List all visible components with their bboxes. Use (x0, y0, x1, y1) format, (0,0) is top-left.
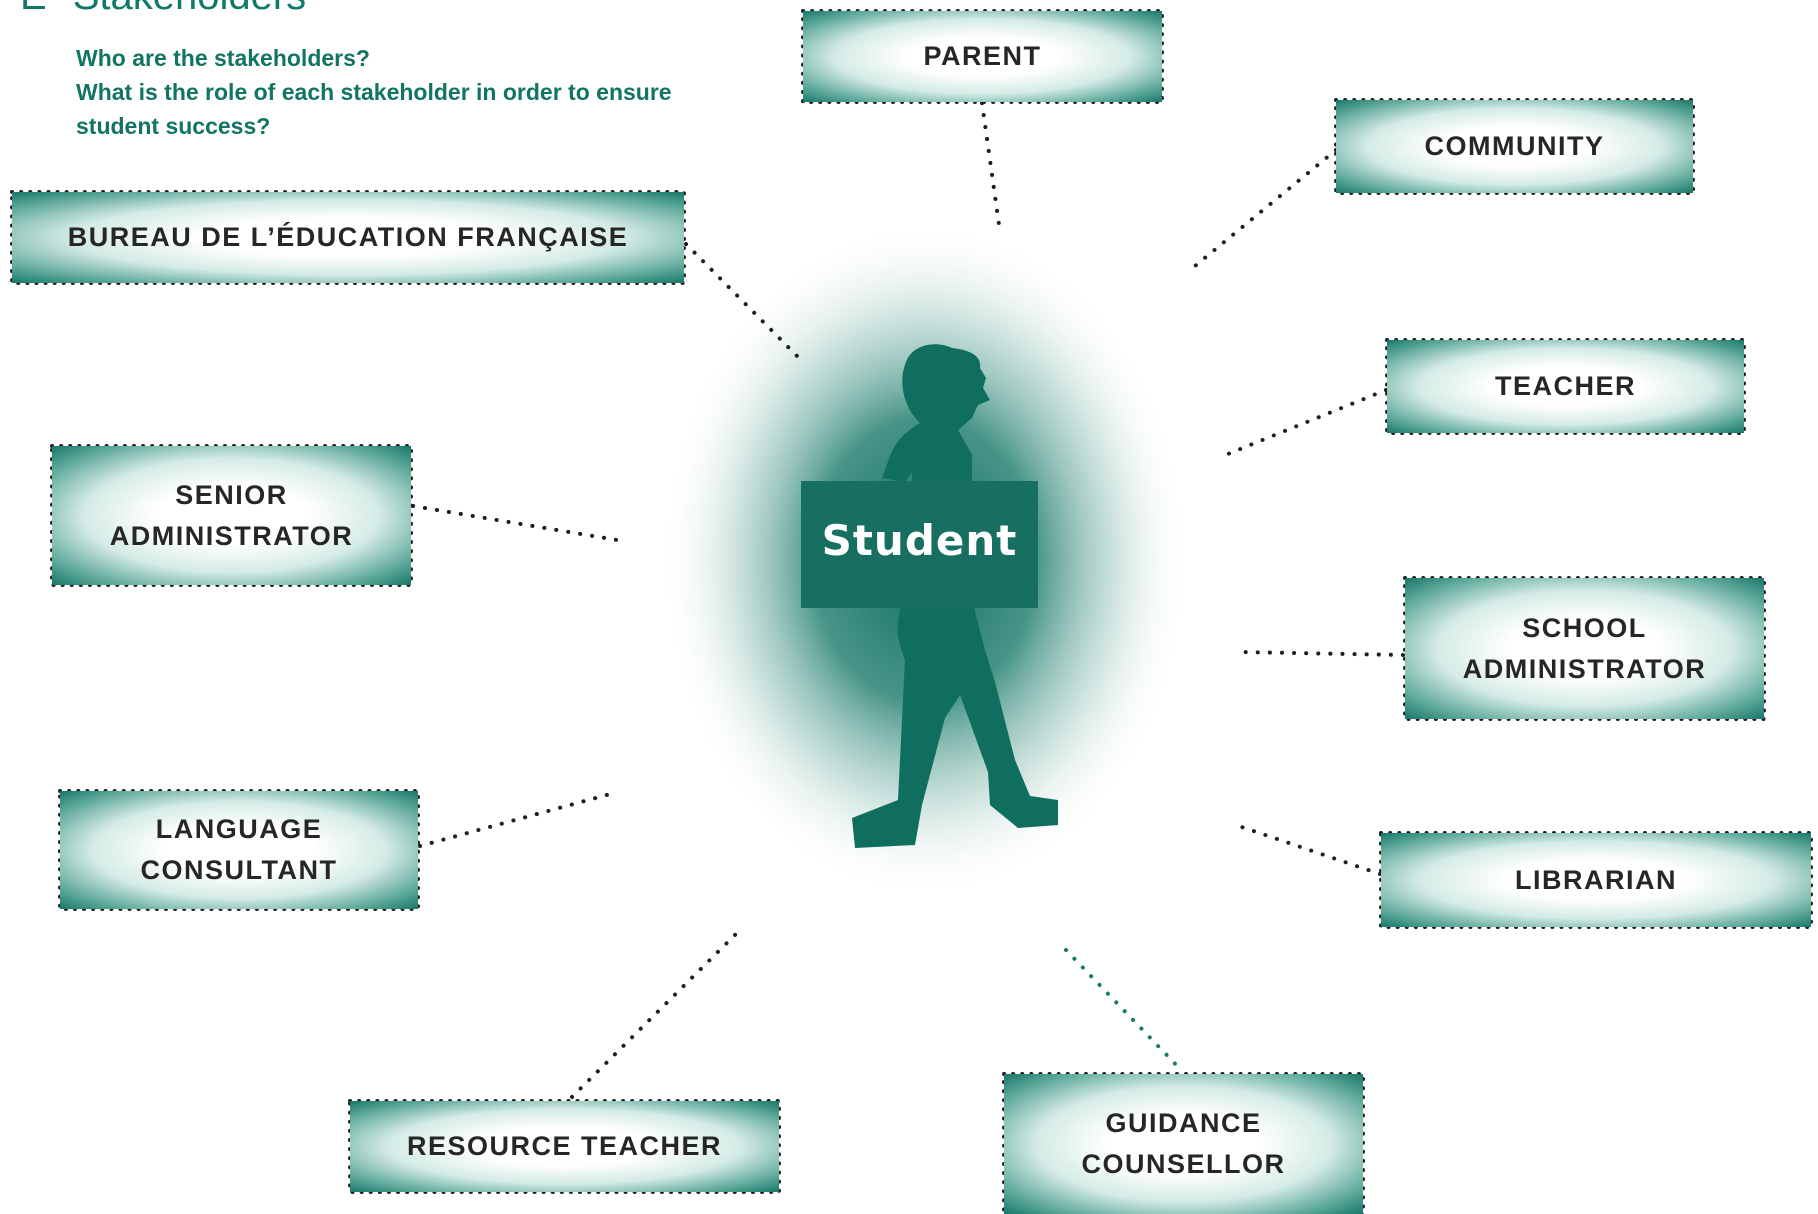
stakeholder-label: COMMUNITY (1424, 131, 1605, 161)
connector-bureau (684, 242, 805, 364)
connector-language-consultant (418, 791, 616, 848)
student-sign (801, 481, 1038, 608)
question-2: What is the role of each stakeholder in … (76, 79, 672, 139)
connector-resource-teacher (570, 926, 744, 1099)
stakeholder-label-line-2: CONSULTANT (140, 855, 338, 885)
stakeholder-label-line-1: GUIDANCE (1105, 1108, 1262, 1138)
stakeholder-label-line-2: ADMINISTRATOR (109, 520, 354, 551)
stakeholder-box-school-administrator: SCHOOL ADMINISTRATOR (1405, 578, 1764, 719)
stakeholder-label: BUREAU DE L’ÉDUCATION FRANÇAISE (67, 222, 629, 252)
question-1: Who are the stakeholders? (76, 45, 370, 71)
connector-community (1193, 148, 1338, 268)
connector-school-administrator (1238, 650, 1405, 657)
section-title: E Stakeholders (20, 0, 306, 19)
stakeholder-label-line-2: ADMINISTRATOR (1462, 653, 1707, 684)
stakeholder-label-line-1: SENIOR (175, 479, 288, 510)
stakeholder-box-language-consultant: LANGUAGE CONSULTANT (60, 791, 418, 909)
stakeholder-box-senior-administrator: SENIOR ADMINISTRATOR (52, 446, 411, 585)
stakeholder-box-teacher: TEACHER (1387, 340, 1744, 433)
stakeholder-box-community: COMMUNITY (1336, 100, 1693, 193)
stakeholder-box-bureau: BUREAU DE L’ÉDUCATION FRANÇAISE (12, 192, 684, 283)
stakeholder-box-librarian: LIBRARIAN (1381, 833, 1811, 927)
stakeholder-label: PARENT (923, 41, 1042, 71)
stakeholder-box-guidance-counsellor: GUIDANCE COUNSELLOR (1004, 1074, 1363, 1214)
stakeholder-label-line-1: LANGUAGE (155, 814, 323, 844)
stakeholder-box-resource-teacher: RESOURCE TEACHER (350, 1101, 779, 1192)
border-resource-teacher (348, 1099, 781, 1194)
connector-senior-administrator (411, 504, 619, 542)
section-title-text: Stakeholders (73, 0, 306, 18)
connector-teacher (1216, 388, 1388, 460)
section-number: E (20, 0, 47, 18)
stakeholder-label: TEACHER (1494, 371, 1636, 401)
stakeholder-label-line-2: COUNSELLOR (1081, 1149, 1286, 1179)
connector-librarian (1231, 822, 1382, 876)
stakeholder-label-line-1: SCHOOL (1522, 612, 1647, 643)
stakeholder-label: LIBRARIAN (1515, 864, 1677, 895)
connector-lines (411, 101, 1405, 1099)
connector-guidance-counsellor (1064, 948, 1185, 1074)
guiding-questions: Who are the stakeholders? What is the ro… (76, 41, 756, 143)
student-label: Student (822, 516, 1018, 565)
connector-parent (980, 101, 1002, 234)
stakeholder-box-parent: PARENT (803, 11, 1162, 102)
stakeholder-label: RESOURCE TEACHER (406, 1131, 723, 1161)
